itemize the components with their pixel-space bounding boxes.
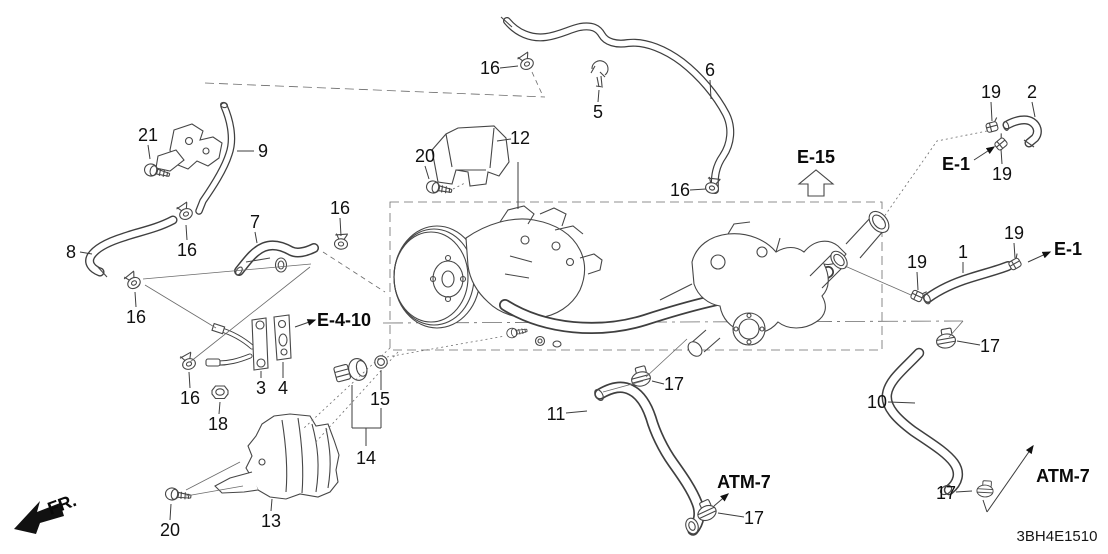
clamp-16f — [178, 351, 198, 372]
clamp-19b — [991, 132, 1010, 152]
atm7-right-arrow-icon — [982, 444, 1034, 513]
callout-1: 1 — [958, 242, 968, 262]
reference-labels: E-15 E-1 E-1 E-4-10 ATM-7 ATM-7 — [317, 147, 1090, 492]
callout-9: 9 — [258, 141, 268, 161]
leader-dashed-top — [204, 82, 546, 98]
atm7-center-arrow-icon — [713, 493, 729, 507]
sensor-14 — [333, 358, 368, 383]
e4-10-arrow-icon — [294, 319, 317, 328]
callout-3: 3 — [256, 378, 266, 398]
callout-16e: 16 — [126, 307, 146, 327]
nut-18 — [211, 385, 229, 400]
water-pipe-3-and-gasket-4 — [205, 314, 292, 371]
bracket-14-15 — [351, 370, 382, 446]
engine-assembly-reference-box — [382, 201, 964, 351]
callout-19d: 19 — [1004, 223, 1024, 243]
callout-20b: 20 — [160, 520, 180, 540]
clamp-17b — [934, 326, 958, 351]
ref-atm7-center-label: ATM-7 — [717, 472, 771, 492]
ref-atm7-right-label: ATM-7 — [1036, 466, 1090, 486]
ref-e15-label: E-15 — [797, 147, 835, 167]
hose-1 — [922, 266, 1008, 305]
callout-16d: 16 — [177, 240, 197, 260]
leader-bolt20a — [452, 182, 466, 190]
callout-4: 4 — [278, 378, 288, 398]
callout-19a: 19 — [981, 82, 1001, 102]
ref-e1-top-label: E-1 — [942, 154, 970, 174]
e1-right-arrow-icon — [1027, 251, 1052, 263]
callout-19c: 19 — [907, 252, 927, 272]
callout-5: 5 — [593, 102, 603, 122]
leader-bolt20b — [185, 461, 244, 497]
callout-8: 8 — [66, 242, 76, 262]
callout-12: 12 — [510, 128, 530, 148]
callout-10: 10 — [867, 392, 887, 412]
heat-shield-13 — [214, 413, 340, 500]
callout-21: 21 — [138, 125, 158, 145]
front-direction-arrow: FR. — [14, 490, 79, 534]
diagram-code: 3BH4E1510 — [1017, 528, 1098, 545]
clamp-5 — [590, 60, 609, 88]
callout-14: 14 — [356, 448, 376, 468]
callout-11: 11 — [547, 404, 566, 424]
ref-e4-10-label: E-4-10 — [317, 310, 371, 330]
ref-e1-right-label: E-1 — [1054, 239, 1082, 259]
hose-7 — [234, 245, 314, 276]
oring-15 — [374, 355, 388, 369]
callout-13: 13 — [261, 511, 281, 531]
cover-12 — [431, 125, 510, 187]
hose-8 — [90, 220, 173, 278]
part-callouts: 1 2 3 4 5 6 7 8 9 10 11 12 13 14 15 16 1… — [66, 58, 1037, 540]
clamp-16a — [516, 51, 536, 73]
callout-6: 6 — [705, 60, 715, 80]
callout-16a: 16 — [480, 58, 500, 78]
hose-10 — [887, 353, 958, 496]
pipe-9-with-bracket — [155, 101, 231, 211]
leader-lines — [142, 130, 988, 445]
callout-15: 15 — [370, 389, 390, 409]
leader-dashed-clamp16a — [531, 71, 543, 95]
hose-2 — [1002, 120, 1037, 147]
thermostat-housing-assembly — [505, 210, 890, 357]
e1-top-arrow-icon — [973, 146, 996, 161]
callout-20a: 20 — [415, 146, 435, 166]
hose-11 — [594, 387, 700, 535]
callout-leaders — [79, 65, 1036, 521]
hose-6 — [500, 16, 730, 193]
e15-block-arrow-icon — [797, 169, 835, 197]
callout-16c: 16 — [330, 198, 350, 218]
callout-16b: 16 — [670, 180, 690, 200]
clamp-16e — [122, 270, 143, 292]
clamp-17d — [976, 479, 995, 498]
callout-17d: 17 — [936, 483, 956, 503]
callout-17c: 17 — [744, 508, 764, 528]
callout-18: 18 — [208, 414, 228, 434]
callout-17b: 17 — [980, 336, 1000, 356]
clamp-16d — [175, 201, 195, 223]
callout-19b: 19 — [992, 164, 1012, 184]
front-direction-label: FR. — [45, 490, 79, 519]
callout-2: 2 — [1027, 82, 1037, 102]
callout-17a: 17 — [664, 374, 684, 394]
callout-7: 7 — [250, 212, 260, 232]
callout-16f: 16 — [180, 388, 200, 408]
water-pump-assembly — [393, 205, 603, 329]
